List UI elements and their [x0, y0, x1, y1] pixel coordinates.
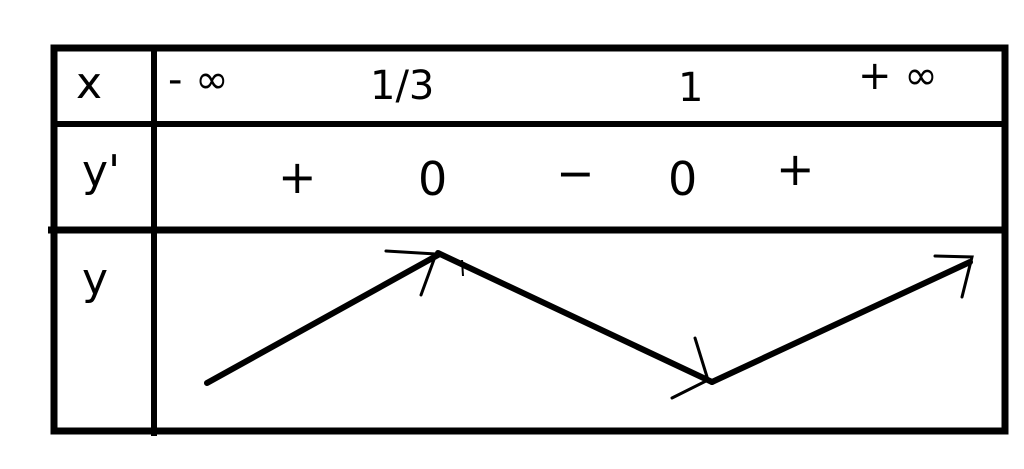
- sign-zero-2: 0: [668, 152, 698, 206]
- sign-zero-1: 0: [418, 152, 448, 206]
- x-value-one: 1: [678, 65, 704, 111]
- sign-positive-1: +: [278, 150, 317, 204]
- row-label-yprime: y': [82, 146, 121, 197]
- row-label-x: x: [76, 58, 103, 109]
- sign-negative: −: [556, 146, 595, 200]
- table-border: [50, 44, 1009, 435]
- arrow-decreasing: [435, 250, 715, 400]
- sign-positive-2: +: [776, 142, 815, 196]
- arrow-increasing-1: [204, 249, 441, 386]
- x-value-one-third: 1/3: [370, 63, 435, 109]
- x-value-plus-infinity: + ∞: [858, 53, 938, 99]
- x-value-minus-infinity: - ∞: [168, 57, 229, 103]
- arrow-increasing-2: [709, 254, 974, 385]
- row-label-y: y: [82, 254, 109, 305]
